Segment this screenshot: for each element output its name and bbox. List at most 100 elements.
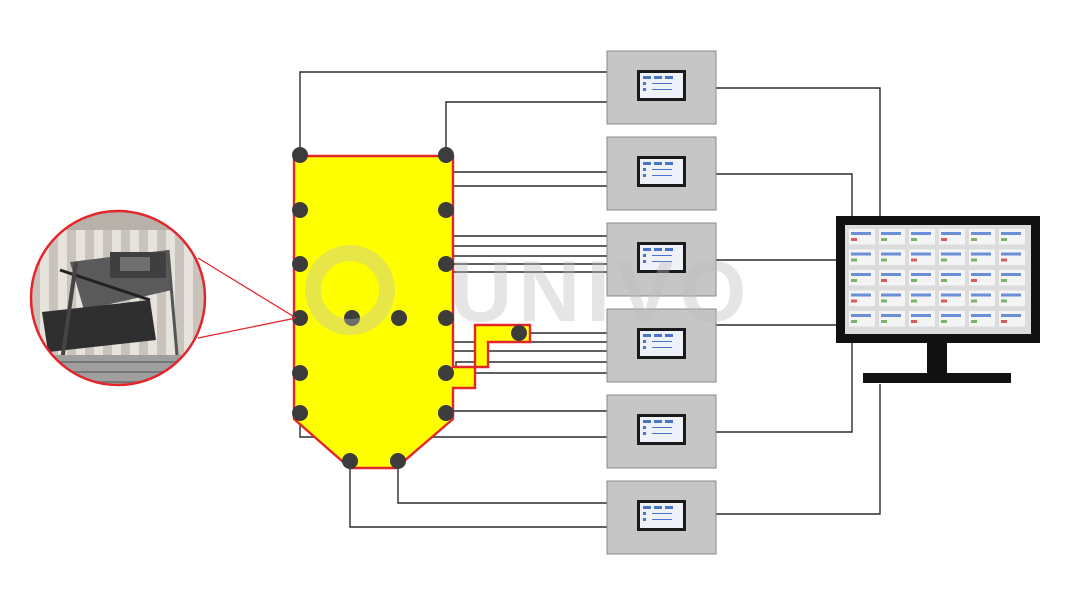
monitor-tile-indicator — [911, 238, 917, 241]
sensor-node[interactable] — [438, 405, 454, 421]
monitor-tile-indicator — [1001, 299, 1007, 303]
monitor-tile — [999, 270, 1025, 286]
monitor-dashboard-tiles — [849, 229, 1025, 327]
watermark: UNIVO — [305, 244, 752, 340]
monitor-tile-bar — [851, 232, 871, 235]
monitor-tile — [879, 249, 905, 265]
monitor-tile — [939, 249, 965, 265]
monitor-tile-indicator — [881, 258, 887, 262]
monitor-tile — [879, 311, 905, 327]
sensor-node[interactable] — [292, 365, 308, 381]
sensor-node[interactable] — [511, 325, 527, 341]
silo — [292, 154, 532, 470]
monitor-tile-bar — [941, 232, 961, 235]
monitor-tile-indicator — [1001, 279, 1007, 282]
monitor-tile-indicator — [971, 320, 977, 323]
monitor-tile-bar — [911, 293, 931, 297]
controllers — [606, 50, 717, 555]
silo-body — [292, 154, 532, 470]
sensor-node[interactable] — [438, 256, 454, 272]
controller-unit-4[interactable] — [606, 308, 717, 383]
computer-monitor-icon[interactable] — [836, 216, 1040, 383]
monitor-tile-bar — [881, 293, 901, 297]
monitor-tile — [909, 311, 935, 327]
monitor-tile-indicator — [941, 299, 947, 303]
monitor-tile — [849, 249, 875, 265]
sensor-node[interactable] — [438, 202, 454, 218]
monitor-tile — [969, 270, 995, 286]
monitor-tile-bar — [941, 252, 961, 256]
monitor-stand — [863, 373, 1011, 383]
monitor-tile — [999, 311, 1025, 327]
sensor-node[interactable] — [292, 202, 308, 218]
monitor-tile-indicator — [851, 299, 857, 303]
monitor-tile — [939, 290, 965, 306]
wire-c6-b — [349, 461, 607, 528]
sensor-node[interactable] — [292, 405, 308, 421]
monitor-tile-bar — [911, 232, 931, 235]
monitor-tile — [909, 249, 935, 265]
controller-unit-1[interactable] — [606, 50, 717, 125]
monitor-tile-bar — [851, 273, 871, 276]
monitor-tile-indicator — [971, 238, 977, 241]
wire-c6-a — [397, 461, 607, 504]
sensor-nodes — [292, 147, 527, 469]
sensor-node[interactable] — [438, 365, 454, 381]
wire-c1-b — [445, 101, 607, 155]
monitor-tile — [849, 311, 875, 327]
monitor-tile-bar — [911, 273, 931, 276]
monitor-tile-indicator — [911, 279, 917, 282]
sensor-node[interactable] — [292, 256, 308, 272]
sensor-node[interactable] — [438, 310, 454, 326]
controller-unit-3[interactable] — [606, 222, 717, 297]
callout-line-bottom — [197, 317, 297, 339]
monitor-tile-indicator — [881, 238, 887, 241]
controller-unit-6[interactable] — [606, 480, 717, 555]
monitor-tile-bar — [1001, 252, 1021, 256]
wire-m2 — [716, 173, 853, 216]
monitor-tile-indicator — [911, 299, 917, 303]
monitor-tile — [999, 229, 1025, 245]
monitor-tile-indicator — [971, 279, 977, 282]
sensor-node[interactable] — [344, 310, 360, 326]
callout-line-top — [197, 257, 297, 319]
monitor-tile-bar — [1001, 314, 1021, 317]
sensor-node[interactable] — [438, 147, 454, 163]
controller-unit-2[interactable] — [606, 136, 717, 211]
monitor-tile-bar — [941, 293, 961, 297]
monitor-tile-bar — [911, 252, 931, 256]
monitor-tile-indicator — [851, 238, 857, 241]
monitor-tile — [909, 290, 935, 306]
monitor-tile-indicator — [851, 320, 857, 323]
monitor-tile — [999, 249, 1025, 265]
monitor-tile-bar — [851, 314, 871, 317]
monitor-tile-bar — [971, 252, 991, 256]
sensor-node[interactable] — [390, 453, 406, 469]
sensor-node[interactable] — [342, 453, 358, 469]
monitor-tile — [969, 290, 995, 306]
controller-unit-5[interactable] — [606, 394, 717, 469]
monitor-tile — [879, 270, 905, 286]
monitor-tile-indicator — [851, 279, 857, 282]
monitor-tile — [939, 229, 965, 245]
monitor-tile — [849, 229, 875, 245]
sensor-node[interactable] — [292, 310, 308, 326]
watermark-logo-icon — [305, 245, 395, 335]
monitor-tile-indicator — [971, 299, 977, 303]
monitor-tile-indicator — [941, 238, 947, 241]
watermark-text: UNIVO — [450, 244, 752, 340]
sensor-node[interactable] — [292, 147, 308, 163]
monitor-tile-indicator — [881, 299, 887, 303]
sensor-node[interactable] — [391, 310, 407, 326]
monitor-tile — [849, 270, 875, 286]
monitor-tile-bar — [1001, 273, 1021, 276]
monitor-tile-bar — [971, 232, 991, 235]
monitor-tile — [909, 229, 935, 245]
sensor-installation-photo — [29, 209, 207, 387]
monitor-tile-indicator — [941, 320, 947, 323]
monitor-tile-indicator — [941, 258, 947, 262]
monitor-tile-bar — [851, 252, 871, 256]
callout-lines — [197, 257, 297, 339]
